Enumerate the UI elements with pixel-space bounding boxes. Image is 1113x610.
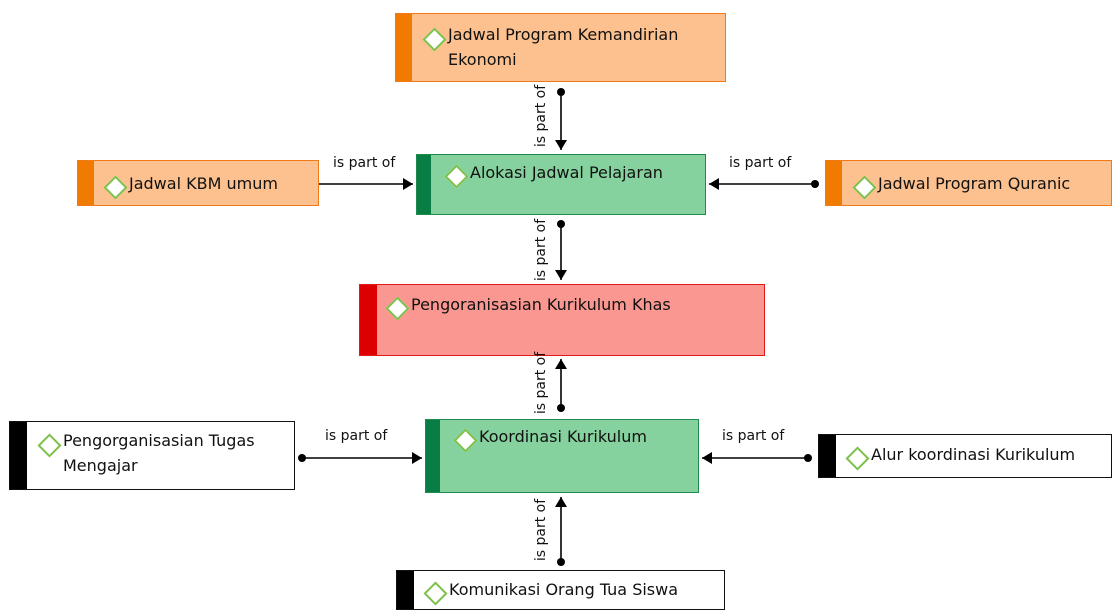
node-color-bar — [10, 422, 27, 489]
diamond-icon — [37, 433, 62, 458]
node-color-bar — [819, 435, 836, 477]
arrowhead-icon — [412, 452, 422, 464]
edge-label: is part of — [325, 428, 388, 444]
diamond-icon — [453, 428, 478, 453]
diamond-icon — [422, 27, 447, 52]
edge-label: is part of — [533, 218, 550, 282]
node-label: Jadwal KBM umum — [129, 174, 278, 193]
edge-label: is part of — [533, 84, 550, 148]
edge-source-dot — [557, 404, 565, 412]
edge-jadwal-program-quranic-to-alokasi-jadwal-pelajaran[interactable] — [709, 178, 819, 190]
arrowhead-icon — [403, 178, 413, 190]
node-color-bar — [426, 420, 440, 492]
edge-label: is part of — [533, 498, 550, 562]
edge-alokasi-jadwal-pelajaran-to-pengoranisasian-kurikulum-khas[interactable] — [555, 220, 567, 280]
node-color-bar — [396, 14, 412, 81]
node-label: Jadwal Program Kemandirian — [448, 25, 679, 44]
node-color-bar — [397, 571, 414, 609]
arrowhead-icon — [709, 178, 719, 190]
edge-source-dot — [298, 454, 306, 462]
node-color-bar — [78, 161, 94, 205]
node-pengoranisasian-kurikulum-khas[interactable]: Pengoranisasian Kurikulum Khas — [359, 284, 765, 356]
diamond-icon — [845, 446, 870, 471]
node-jadwal-program-quranic[interactable]: Jadwal Program Quranic — [825, 160, 1112, 206]
arrowhead-icon — [555, 270, 567, 280]
arrowhead-icon — [555, 140, 567, 150]
edge-source-dot — [557, 220, 565, 228]
edge-source-dot — [557, 558, 565, 566]
diamond-icon — [852, 175, 877, 200]
edge-label: is part of — [533, 351, 550, 415]
node-color-bar — [360, 285, 377, 355]
node-alokasi-jadwal-pelajaran[interactable]: Alokasi Jadwal Pelajaran — [416, 154, 706, 215]
edge-jadwal-program-kemandirian-ekonomi-to-alokasi-jadwal-pelajaran[interactable] — [555, 88, 567, 150]
edge-komunikasi-orang-tua-siswa-to-koordinasi-kurikulum[interactable] — [555, 497, 567, 566]
node-label: Pengorganisasian Tugas — [63, 431, 255, 450]
arrowhead-icon — [555, 497, 567, 507]
node-label: Koordinasi Kurikulum — [479, 427, 647, 446]
edge-source-dot — [557, 88, 565, 96]
edge-source-dot — [804, 454, 812, 462]
node-label: Ekonomi — [448, 50, 517, 69]
node-label: Mengajar — [63, 456, 138, 475]
node-label: Alur koordinasi Kurikulum — [871, 445, 1076, 464]
node-komunikasi-orang-tua-siswa[interactable]: Komunikasi Orang Tua Siswa — [396, 570, 725, 610]
diamond-icon — [103, 175, 128, 200]
node-alur-koordinasi-kurikulum[interactable]: Alur koordinasi Kurikulum — [818, 434, 1112, 478]
node-jadwal-kbm-umum[interactable]: Jadwal KBM umum — [77, 160, 319, 206]
node-color-bar — [417, 155, 431, 214]
node-label: Komunikasi Orang Tua Siswa — [449, 580, 679, 599]
edge-pengorganisasian-tugas-mengajar-to-koordinasi-kurikulum[interactable] — [298, 452, 422, 464]
edge-source-dot — [811, 180, 819, 188]
node-koordinasi-kurikulum[interactable]: Koordinasi Kurikulum — [425, 419, 699, 493]
node-label: Jadwal Program Quranic — [878, 174, 1071, 193]
diamond-icon — [385, 296, 410, 321]
node-label: Pengoranisasian Kurikulum Khas — [411, 295, 671, 314]
edge-label: is part of — [722, 428, 785, 444]
diamond-icon — [444, 164, 469, 189]
node-label: Alokasi Jadwal Pelajaran — [470, 163, 663, 182]
arrowhead-icon — [702, 452, 712, 464]
edge-label: is part of — [333, 155, 396, 171]
node-color-bar — [826, 161, 842, 205]
edge-label: is part of — [729, 155, 792, 171]
edge-alur-koordinasi-kurikulum-to-koordinasi-kurikulum[interactable] — [702, 452, 812, 464]
arrowhead-icon — [555, 359, 567, 369]
diamond-icon — [423, 581, 448, 606]
edge-koordinasi-kurikulum-to-pengoranisasian-kurikulum-khas[interactable] — [555, 359, 567, 412]
